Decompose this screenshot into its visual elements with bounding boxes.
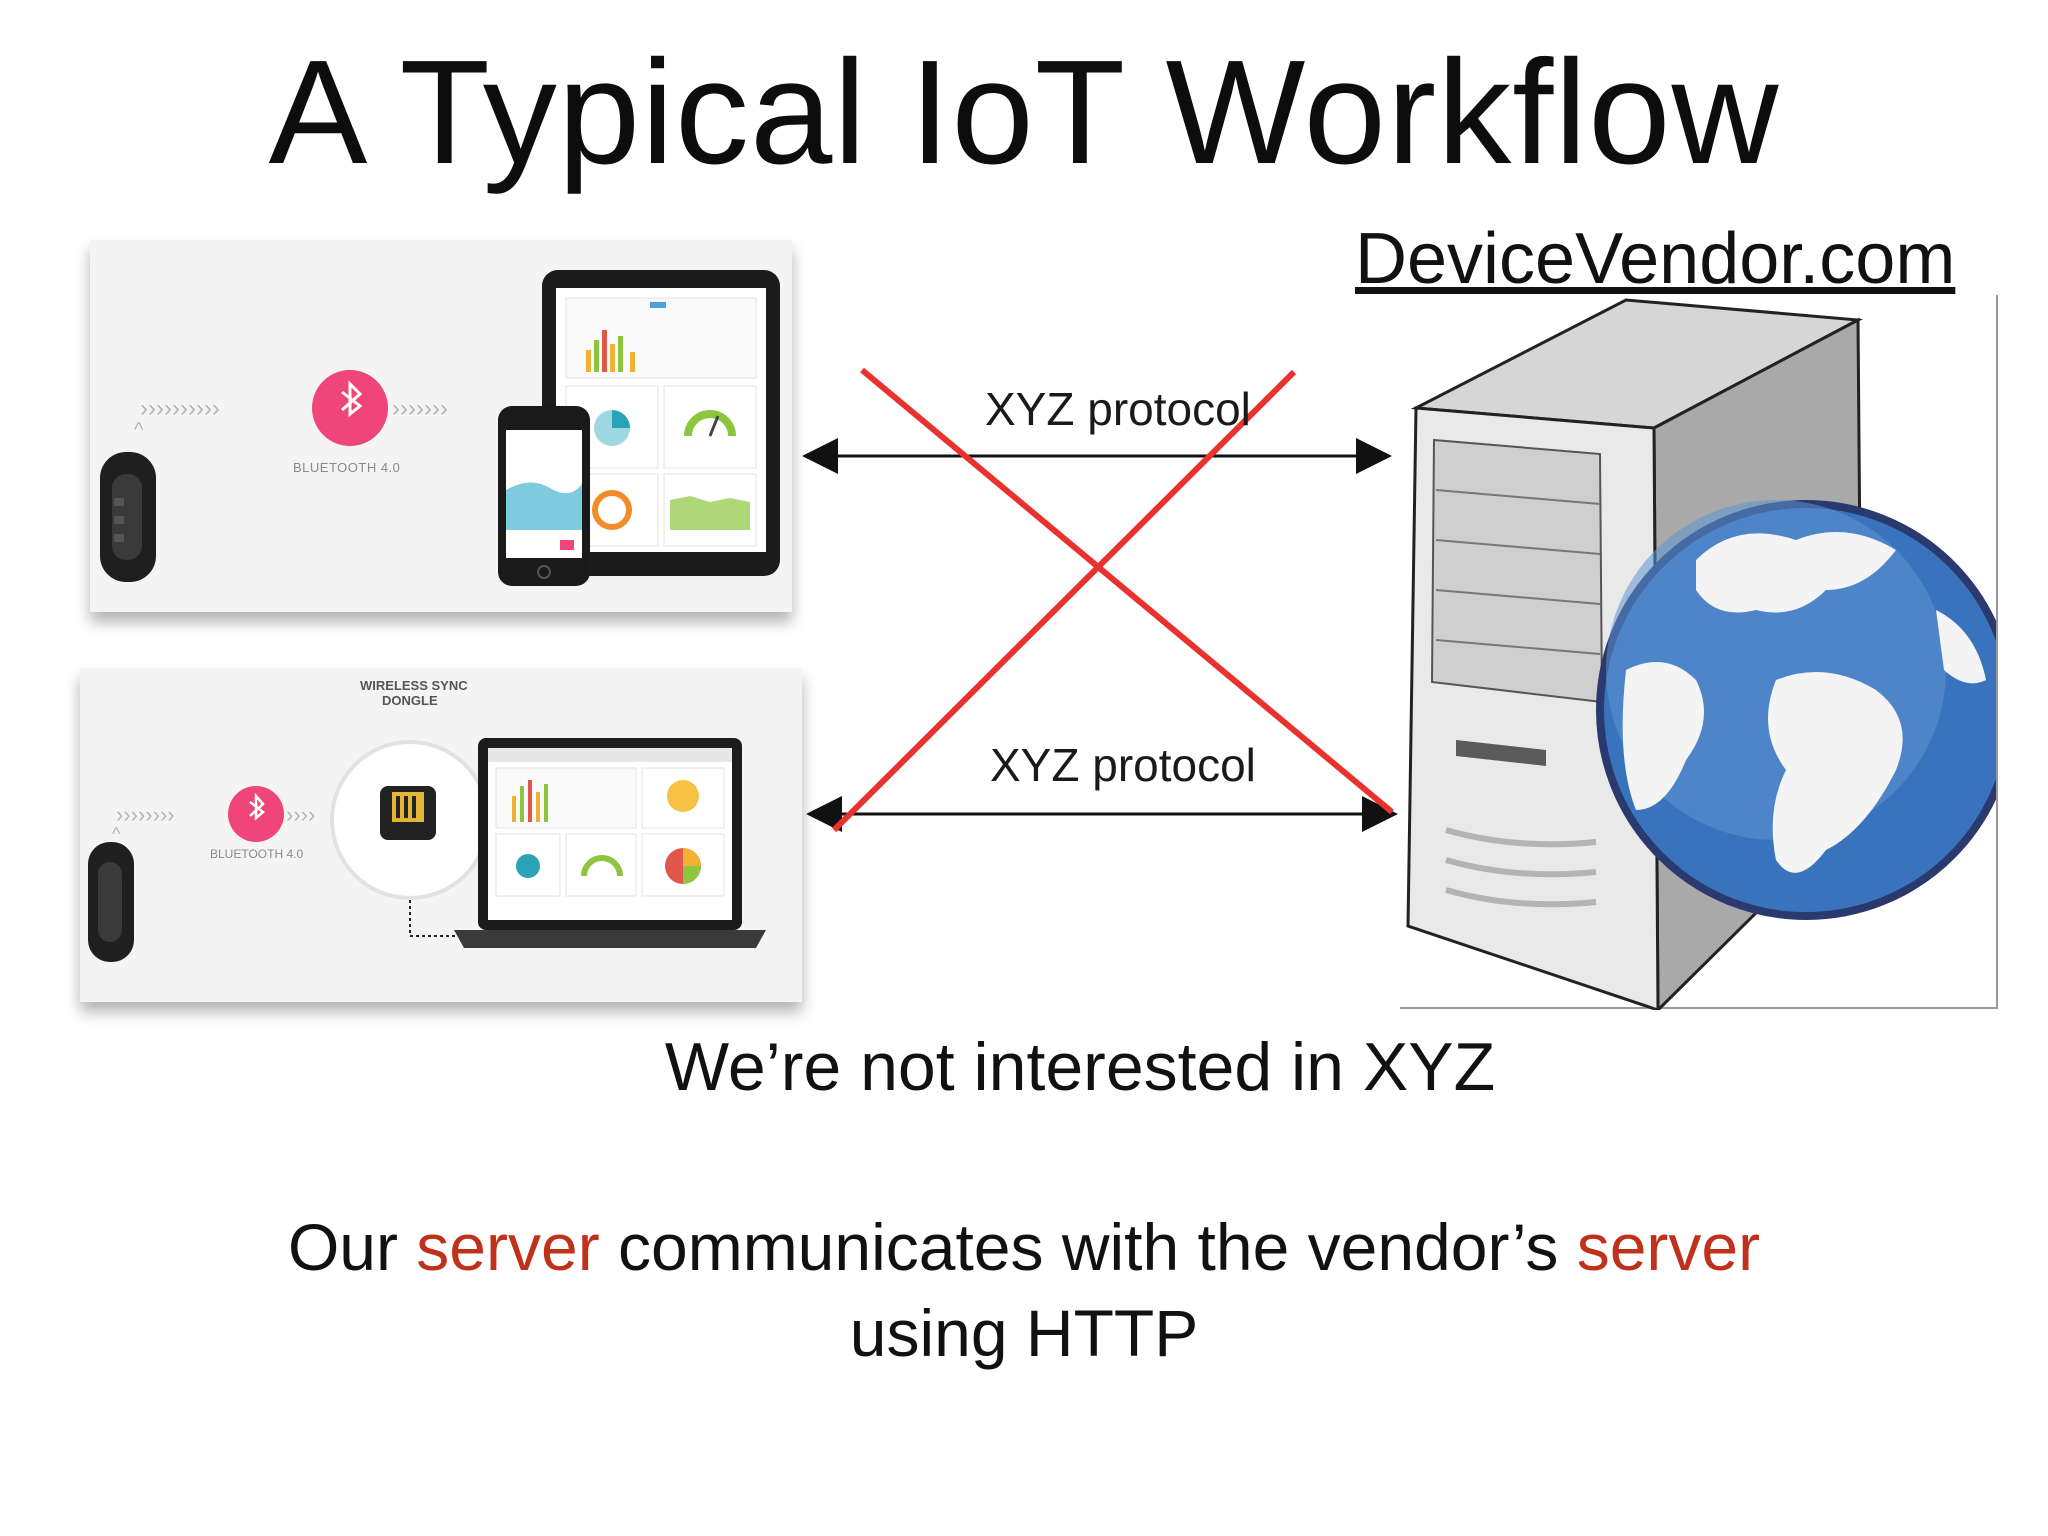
- mobile-sync-illustration: ›››››››››› ››››››› ^: [100, 270, 780, 586]
- dongle-label-line2: DONGLE: [382, 693, 438, 708]
- slide-title: A Typical IoT Workflow: [268, 30, 1780, 195]
- dongle-label-line1: WIRELESS SYNC: [360, 678, 468, 693]
- vendor-server-frame: [1400, 295, 1998, 1009]
- statement-highlight-server-2: server: [1576, 1210, 1761, 1284]
- globe-icon: [1596, 500, 1996, 920]
- usb-dongle-icon: [330, 740, 490, 900]
- http-statement: Our server communicates with the vendor’…: [0, 1204, 2048, 1376]
- chevrons-right: ›››››››: [392, 395, 448, 422]
- protocol-label-top: XYZ protocol: [985, 383, 1251, 435]
- bluetooth-icon: [312, 370, 388, 446]
- not-interested-caption: We’re not interested in XYZ: [664, 1029, 1496, 1105]
- chevrons-left-2: ››››››››: [116, 802, 175, 827]
- fitness-band-icon: [88, 842, 134, 962]
- statement-line2: using HTTP: [849, 1296, 1199, 1370]
- vendor-label: DeviceVendor.com: [1355, 219, 1956, 299]
- phone-icon: [498, 406, 590, 586]
- device-panel-mobile: ›››››››››› ››››››› ^: [90, 240, 792, 612]
- desktop-sync-illustration: WIRELESS SYNC DONGLE ›››››››› ›››› ^ BLU…: [88, 678, 766, 962]
- bluetooth-label: BLUETOOTH 4.0: [293, 460, 400, 475]
- laptop-icon: [454, 738, 766, 948]
- chevrons-right-2: ››››: [286, 802, 315, 827]
- fitness-band-icon: [100, 452, 156, 582]
- bluetooth-label-2: BLUETOOTH 4.0: [210, 847, 303, 861]
- tablet-icon: [542, 270, 780, 576]
- red-cross-line-1: [860, 367, 1394, 815]
- red-cross-line-2: [831, 369, 1297, 833]
- device-panel-desktop: WIRELESS SYNC DONGLE ›››››››› ›››› ^ BLU…: [80, 668, 802, 1002]
- statement-part1: Our: [287, 1210, 417, 1284]
- svg-text:^: ^: [134, 419, 144, 441]
- chevrons-left: ››››››››››: [140, 395, 220, 422]
- protocol-label-bottom: XYZ protocol: [990, 739, 1256, 791]
- svg-text:^: ^: [112, 824, 121, 844]
- statement-part2: communicates with the vendor’s: [599, 1210, 1577, 1284]
- statement-highlight-server-1: server: [416, 1210, 600, 1284]
- vendor-server-illustration: [1406, 298, 1996, 1010]
- bluetooth-icon: [228, 786, 284, 842]
